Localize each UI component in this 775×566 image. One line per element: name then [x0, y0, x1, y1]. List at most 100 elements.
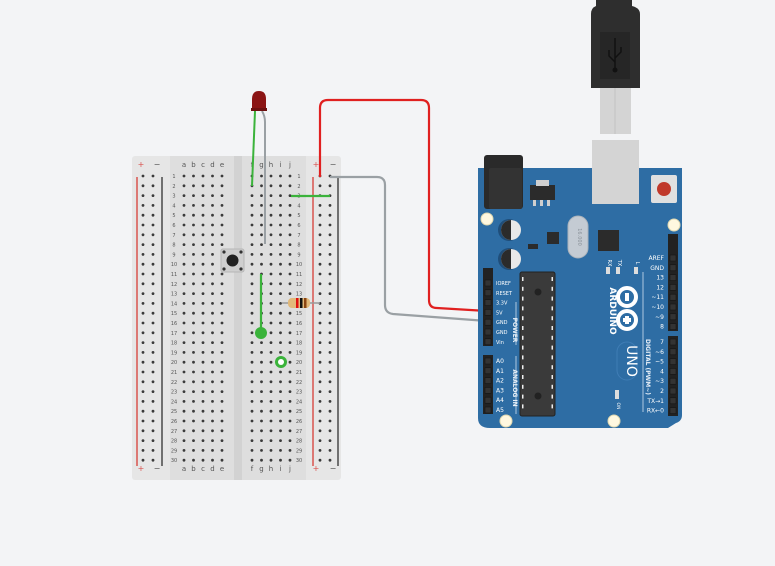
rail-hole[interactable]: [318, 204, 322, 207]
breadboard-hole[interactable]: [182, 302, 186, 305]
breadboard-hole[interactable]: [182, 262, 186, 266]
breadboard-hole[interactable]: [211, 302, 214, 305]
breadboard-hole[interactable]: [211, 194, 214, 198]
breadboard-hole[interactable]: [182, 331, 186, 335]
breadboard-hole[interactable]: [201, 272, 205, 276]
breadboard-hole[interactable]: [192, 419, 195, 423]
breadboard-hole[interactable]: [279, 184, 282, 188]
rail-hole[interactable]: [318, 390, 322, 393]
rail-hole[interactable]: [318, 409, 322, 413]
breadboard-hole[interactable]: [182, 458, 186, 462]
rail-hole[interactable]: [141, 311, 145, 315]
breadboard-hole[interactable]: [182, 292, 186, 295]
rail-hole[interactable]: [318, 223, 322, 227]
breadboard-hole[interactable]: [279, 409, 282, 413]
header-pin[interactable]: [484, 338, 492, 346]
breadboard-hole[interactable]: [201, 380, 205, 384]
breadboard-hole[interactable]: [201, 262, 205, 266]
breadboard-hole[interactable]: [211, 380, 214, 384]
breadboard-hole[interactable]: [250, 439, 254, 442]
breadboard-hole[interactable]: [279, 370, 282, 374]
breadboard-hole[interactable]: [260, 458, 263, 462]
rail-hole[interactable]: [328, 204, 332, 207]
breadboard-hole[interactable]: [211, 223, 214, 227]
breadboard-hole[interactable]: [220, 233, 224, 237]
breadboard-hole[interactable]: [269, 223, 273, 227]
breadboard-hole[interactable]: [182, 341, 186, 344]
breadboard-hole[interactable]: [192, 233, 195, 237]
breadboard-hole[interactable]: [201, 174, 205, 178]
rail-hole[interactable]: [328, 380, 332, 384]
header-pin[interactable]: [484, 318, 492, 326]
header-pin[interactable]: [484, 367, 492, 375]
breadboard-hole[interactable]: [250, 194, 254, 198]
rail-hole[interactable]: [141, 409, 145, 413]
rail-hole[interactable]: [141, 331, 145, 335]
breadboard-hole[interactable]: [260, 174, 263, 178]
breadboard-hole[interactable]: [201, 370, 205, 374]
rail-hole[interactable]: [151, 253, 155, 256]
breadboard-hole[interactable]: [269, 311, 273, 315]
breadboard-hole[interactable]: [201, 243, 205, 247]
breadboard-hole[interactable]: [220, 223, 224, 227]
breadboard-hole[interactable]: [192, 292, 195, 295]
rail-hole[interactable]: [141, 213, 145, 217]
header-pin[interactable]: [669, 254, 677, 262]
reset-button-cap[interactable]: [657, 182, 671, 196]
breadboard-hole[interactable]: [201, 341, 205, 344]
breadboard-hole[interactable]: [192, 409, 195, 413]
breadboard-hole[interactable]: [279, 174, 282, 178]
breadboard-hole[interactable]: [250, 331, 254, 335]
rail-hole[interactable]: [328, 390, 332, 393]
rail-hole[interactable]: [151, 194, 155, 198]
breadboard-hole[interactable]: [279, 213, 282, 217]
rail-hole[interactable]: [151, 351, 155, 354]
breadboard-hole[interactable]: [192, 311, 195, 315]
rail-hole[interactable]: [328, 213, 332, 217]
header-pin[interactable]: [669, 358, 677, 365]
breadboard-hole[interactable]: [220, 370, 224, 374]
rail-hole[interactable]: [328, 429, 332, 433]
breadboard-hole[interactable]: [269, 439, 273, 442]
rail-hole[interactable]: [318, 449, 322, 452]
rail-hole[interactable]: [141, 184, 145, 188]
breadboard-hole[interactable]: [269, 233, 273, 237]
rail-hole[interactable]: [328, 351, 332, 354]
breadboard-hole[interactable]: [211, 243, 214, 247]
rail-hole[interactable]: [328, 321, 332, 325]
led-cathode-leg-gray[interactable]: [261, 110, 266, 244]
rail-hole[interactable]: [151, 204, 155, 207]
rail-hole[interactable]: [328, 253, 332, 256]
breadboard-hole[interactable]: [192, 351, 195, 354]
rail-hole[interactable]: [151, 174, 155, 178]
breadboard-hole[interactable]: [288, 449, 292, 452]
breadboard-hole[interactable]: [192, 321, 195, 325]
header-pin[interactable]: [669, 293, 677, 301]
breadboard-hole[interactable]: [269, 194, 273, 198]
breadboard-hole[interactable]: [192, 429, 195, 433]
breadboard-hole[interactable]: [260, 204, 263, 207]
breadboard-hole[interactable]: [192, 174, 195, 178]
breadboard-hole[interactable]: [192, 458, 195, 462]
breadboard-hole[interactable]: [288, 331, 292, 335]
breadboard-hole[interactable]: [211, 429, 214, 433]
breadboard-hole[interactable]: [201, 204, 205, 207]
breadboard-hole[interactable]: [288, 223, 292, 227]
breadboard-hole[interactable]: [250, 321, 254, 325]
rail-hole[interactable]: [318, 253, 322, 256]
rail-hole[interactable]: [328, 449, 332, 452]
breadboard-hole[interactable]: [269, 331, 273, 335]
breadboard-hole[interactable]: [279, 204, 282, 207]
breadboard-hole[interactable]: [211, 233, 214, 237]
rail-hole[interactable]: [151, 409, 155, 413]
breadboard-hole[interactable]: [201, 282, 205, 286]
rail-hole[interactable]: [328, 458, 332, 462]
rail-hole[interactable]: [151, 243, 155, 247]
rail-hole[interactable]: [151, 390, 155, 393]
rail-hole[interactable]: [151, 302, 155, 305]
breadboard-hole[interactable]: [220, 409, 224, 413]
breadboard-hole[interactable]: [211, 458, 214, 462]
rail-hole[interactable]: [328, 311, 332, 315]
breadboard-hole[interactable]: [182, 380, 186, 384]
